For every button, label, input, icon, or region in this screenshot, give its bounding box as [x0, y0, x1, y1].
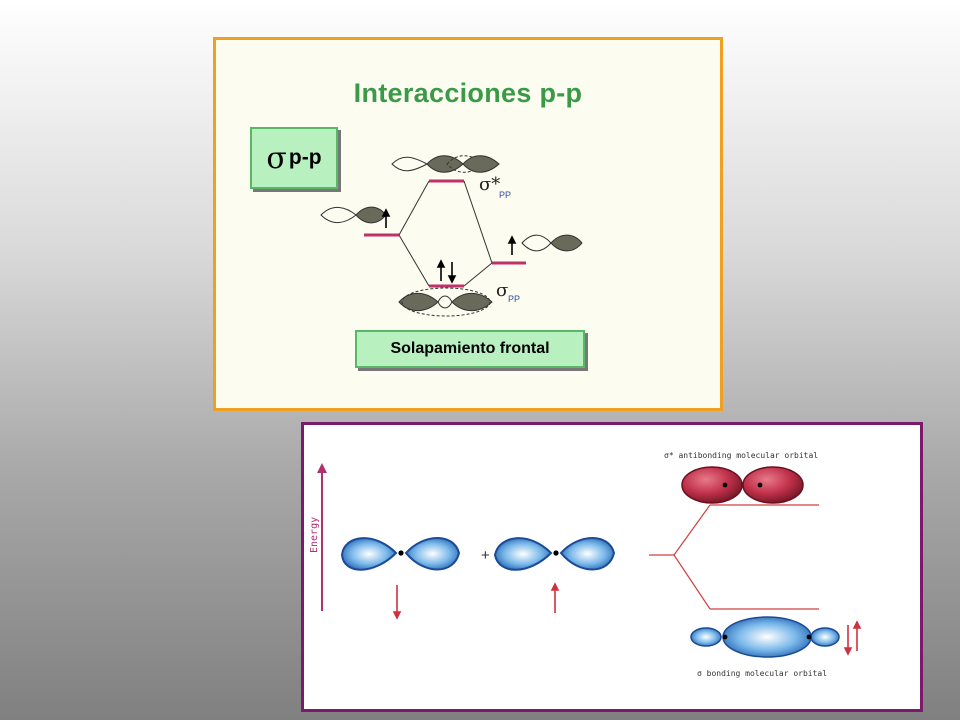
bonding-sub: PP: [508, 294, 520, 304]
left-p-orbital: [320, 206, 387, 224]
spin-arrows: [392, 582, 862, 656]
right-p-orbital: [521, 234, 583, 252]
atomic-p-orbital-left: [340, 537, 461, 571]
mo-energy-diagram: σ* PP σ PP: [320, 155, 583, 317]
caption-box: Solapamiento frontal: [355, 330, 585, 368]
antibonding-sub: PP: [499, 190, 511, 200]
antibonding-label: σ*: [479, 174, 500, 195]
bottom-panel: Energy + σ* a: [301, 422, 923, 712]
page-title: Interacciones p-p: [353, 78, 583, 108]
bonding-label: σ: [496, 280, 508, 301]
bonding-mo: [690, 616, 840, 658]
splitting-lines: [649, 504, 819, 610]
mo-3d-diagram: Energy + σ* a: [309, 451, 862, 678]
bonding-orbital-lobes: [398, 287, 493, 317]
sigma-pp-box: σ p-p: [250, 127, 338, 189]
atomic-p-orbital-right: [493, 537, 616, 571]
antibonding-caption: σ* antibonding molecular orbital: [664, 451, 818, 460]
correlation-lines: [398, 180, 493, 287]
top-panel: Interacciones p-p σ p-p: [213, 37, 723, 411]
plus-sign: +: [481, 547, 490, 564]
sigma-symbol: σ: [266, 140, 287, 176]
electron-arrows: [381, 208, 517, 284]
energy-axis: Energy: [309, 463, 327, 611]
energy-label: Energy: [309, 517, 320, 553]
bonding-caption: σ bonding molecular orbital: [697, 669, 827, 678]
antibonding-mo: [681, 466, 804, 504]
sigma-subscript: p-p: [288, 146, 322, 169]
antibonding-orbital-lobes: [391, 155, 500, 173]
